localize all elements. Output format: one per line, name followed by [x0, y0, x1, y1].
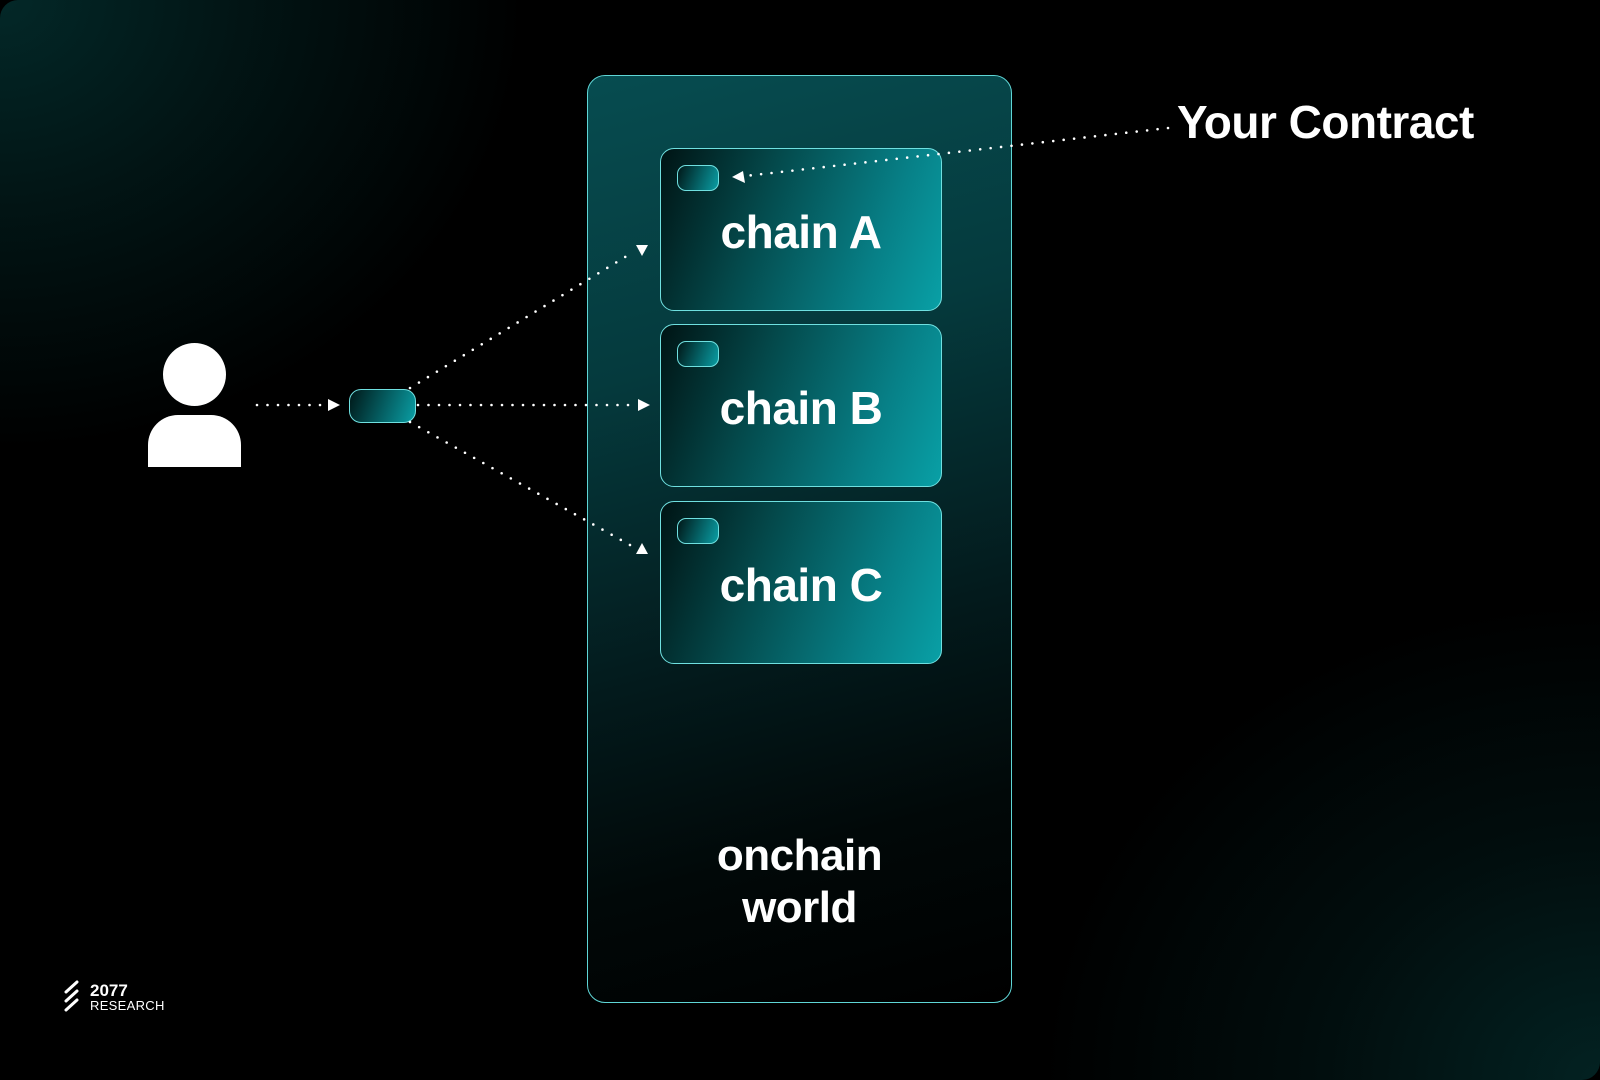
onchain-world-label: onchain world — [587, 830, 1012, 934]
arrowhead-user-to-pill — [328, 399, 340, 411]
arrowhead-to-chain-b — [638, 399, 650, 411]
edge-contract-to-chain-a — [743, 126, 1170, 178]
your-contract-label: Your Contract — [1177, 96, 1474, 148]
chain-c-contract-slot — [677, 518, 719, 544]
world-label-line2: world — [742, 883, 857, 932]
arrowhead-to-chain-a-slot — [732, 171, 745, 183]
chain-a-box: chain A — [660, 148, 942, 311]
chain-c-box: chain C — [660, 501, 942, 664]
edge-pill-to-chain-c — [408, 420, 632, 547]
chain-a-contract-slot — [677, 165, 719, 191]
user-icon-head — [163, 343, 226, 406]
user-icon-body — [148, 415, 241, 467]
chain-a-label: chain A — [720, 206, 882, 258]
brand-name: RESEARCH — [90, 998, 165, 1013]
world-label-line1: onchain — [716, 831, 883, 880]
chain-b-box: chain B — [660, 324, 942, 487]
brand-logo-icon — [64, 980, 79, 1012]
chain-b-label: chain B — [719, 382, 883, 434]
arrowhead-to-chain-c — [636, 543, 648, 554]
chain-c-label: chain C — [719, 559, 883, 611]
arrowhead-to-chain-a — [636, 245, 648, 256]
transaction-pill — [349, 389, 416, 423]
brand-number: 2077 — [90, 981, 128, 1000]
chain-b-contract-slot — [677, 341, 719, 367]
edge-pill-to-chain-a — [408, 252, 632, 390]
